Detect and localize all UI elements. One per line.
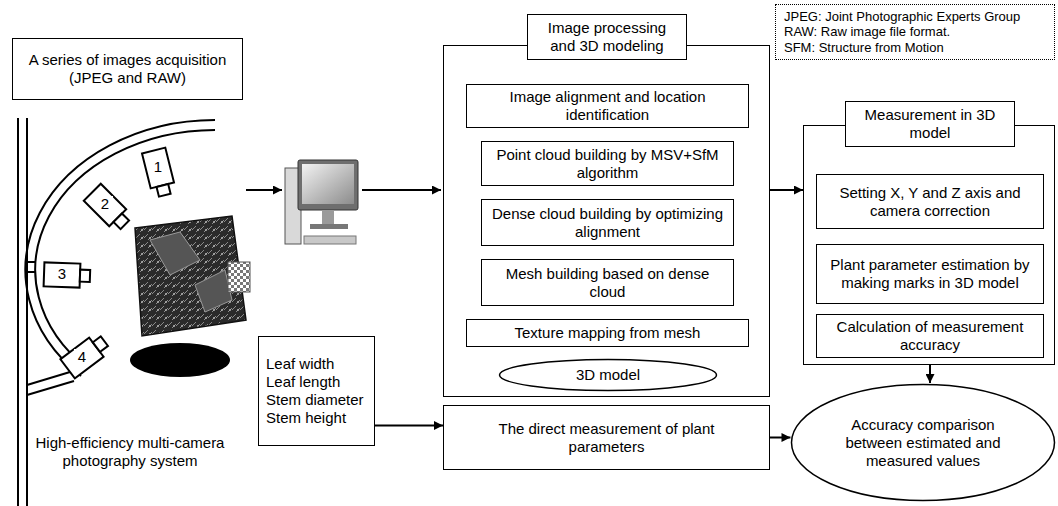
node-text: Leaf width xyxy=(266,355,334,373)
node-text: Leaf length xyxy=(266,373,340,391)
group-box: Image processing and 3D modelingImage al… xyxy=(443,45,770,397)
node-text: 3D model xyxy=(576,366,640,384)
node-text: Dense cloud building by optimizing align… xyxy=(490,205,725,241)
node-text: Setting X, Y and Z axis and camera corre… xyxy=(825,184,1035,220)
rig-mount xyxy=(27,372,70,385)
rig-mount xyxy=(27,261,36,263)
node-text: Image alignment and location identificat… xyxy=(475,88,740,124)
process-box: Point cloud building by MSV+SfM algorith… xyxy=(481,141,734,186)
process-box: Texture mapping from mesh xyxy=(466,319,749,347)
process-box: Plant parameter estimation by making mar… xyxy=(816,244,1044,304)
node-text: Stem height xyxy=(266,409,346,427)
ellipse-outline xyxy=(500,360,717,391)
rig-bar xyxy=(17,118,19,506)
node-text: Texture mapping from mesh xyxy=(515,324,701,342)
camera xyxy=(142,148,176,198)
camera xyxy=(60,332,111,379)
node-text: Calculation of measurement accuracy xyxy=(825,318,1035,354)
group-heading: Image processing and 3D modeling xyxy=(527,14,687,60)
flow-arrow xyxy=(362,189,441,191)
rig-mount xyxy=(27,381,74,395)
process-box: The direct measurement of plant paramete… xyxy=(443,405,770,470)
node-text: Point cloud building by MSV+SfM algorith… xyxy=(490,146,725,182)
rig-mount xyxy=(27,271,36,273)
camera xyxy=(84,184,133,233)
callout-number: 3 xyxy=(54,266,70,282)
group-heading: Measurement in 3D model xyxy=(845,101,1015,147)
callout-number: 4 xyxy=(74,349,90,365)
system-caption: High-efficiency multi-camera photography… xyxy=(12,434,248,470)
turntable xyxy=(130,343,230,377)
abbreviation-note: JPEG: Joint Photographic Experts GroupRA… xyxy=(775,4,1055,60)
node-text: Plant parameter estimation by making mar… xyxy=(825,256,1035,292)
flow-arrow xyxy=(770,437,790,439)
result-ellipse: Accuracy comparison between estimated an… xyxy=(790,383,1056,502)
callout-number: 2 xyxy=(97,196,113,212)
process-box: A series of images acquisition (JPEG and… xyxy=(12,38,243,100)
node-text: The direct measurement of plant paramete… xyxy=(484,420,729,456)
ellipse-outline xyxy=(792,385,1055,501)
scale-cube xyxy=(228,262,250,292)
computer-icon xyxy=(285,160,358,244)
camera xyxy=(44,262,91,288)
group-box: Measurement in 3D modelSetting X, Y and … xyxy=(803,125,1055,365)
node-text: Mesh building based on dense cloud xyxy=(490,265,725,301)
callout-number: 1 xyxy=(150,159,166,175)
rig-bar xyxy=(26,118,28,506)
process-box: Dense cloud building by optimizing align… xyxy=(481,199,734,246)
process-box: Image alignment and location identificat… xyxy=(466,84,749,128)
terminal-ellipse: 3D model xyxy=(498,358,718,392)
node-text: Stem diameter xyxy=(266,391,364,409)
flow-arrow xyxy=(246,189,282,191)
parameter-list: Leaf widthLeaf lengthStem diameterStem h… xyxy=(258,336,375,446)
flow-arrow xyxy=(770,189,803,191)
node-text: A series of images acquisition (JPEG and… xyxy=(21,51,234,87)
process-box: Calculation of measurement accuracy xyxy=(816,314,1044,358)
node-text: RAW: Raw image file format. xyxy=(784,24,950,40)
node-text: Accuracy comparison between estimated an… xyxy=(832,416,1014,470)
process-box: Mesh building based on dense cloud xyxy=(481,259,734,306)
node-text: SFM: Structure from Motion xyxy=(784,40,944,56)
flow-arrow xyxy=(375,425,443,427)
node-text: JPEG: Joint Photographic Experts Group xyxy=(784,9,1020,25)
plant-leaves xyxy=(150,232,232,312)
process-box: Setting X, Y and Z axis and camera corre… xyxy=(816,174,1044,229)
